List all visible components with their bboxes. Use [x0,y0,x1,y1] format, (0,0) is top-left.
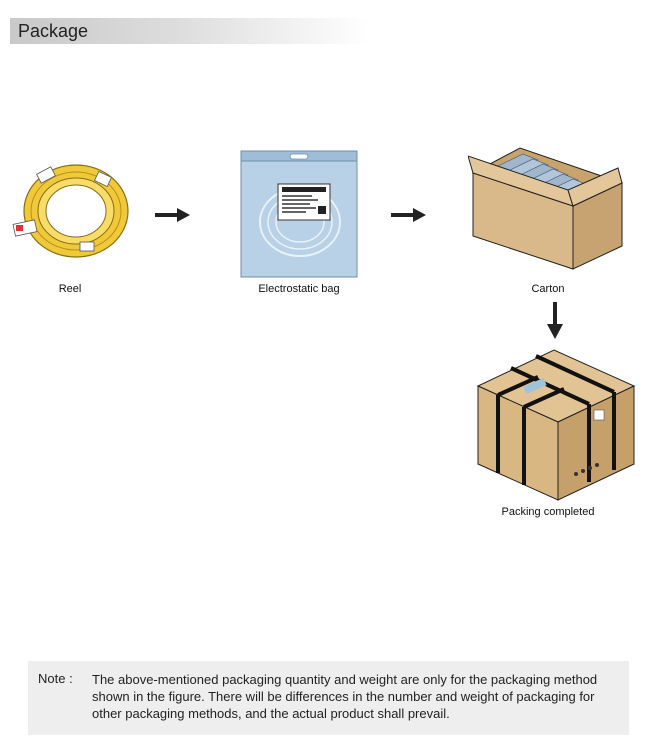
note-text: The above-mentioned packaging quantity a… [92,672,598,721]
arrow-right-icon [155,207,191,223]
note-panel: Note : The above-mentioned packaging qua… [28,661,629,735]
open-carton-illustration [467,146,628,272]
arrow-down-icon [546,302,564,340]
note-prefix: Note : [38,671,73,686]
packed-box-illustration [476,346,636,502]
electrostatic-bag-illustration [240,150,358,278]
reel-label: Reel [58,283,82,295]
reel-illustration [10,160,140,260]
carton-label: Carton [531,283,565,295]
electrostatic-bag-label: Electrostatic bag [258,283,340,295]
section-header: Package [10,18,370,44]
section-title: Package [18,21,89,41]
packing-completed-label: Packing completed [501,506,595,518]
arrow-right-icon [391,207,427,223]
